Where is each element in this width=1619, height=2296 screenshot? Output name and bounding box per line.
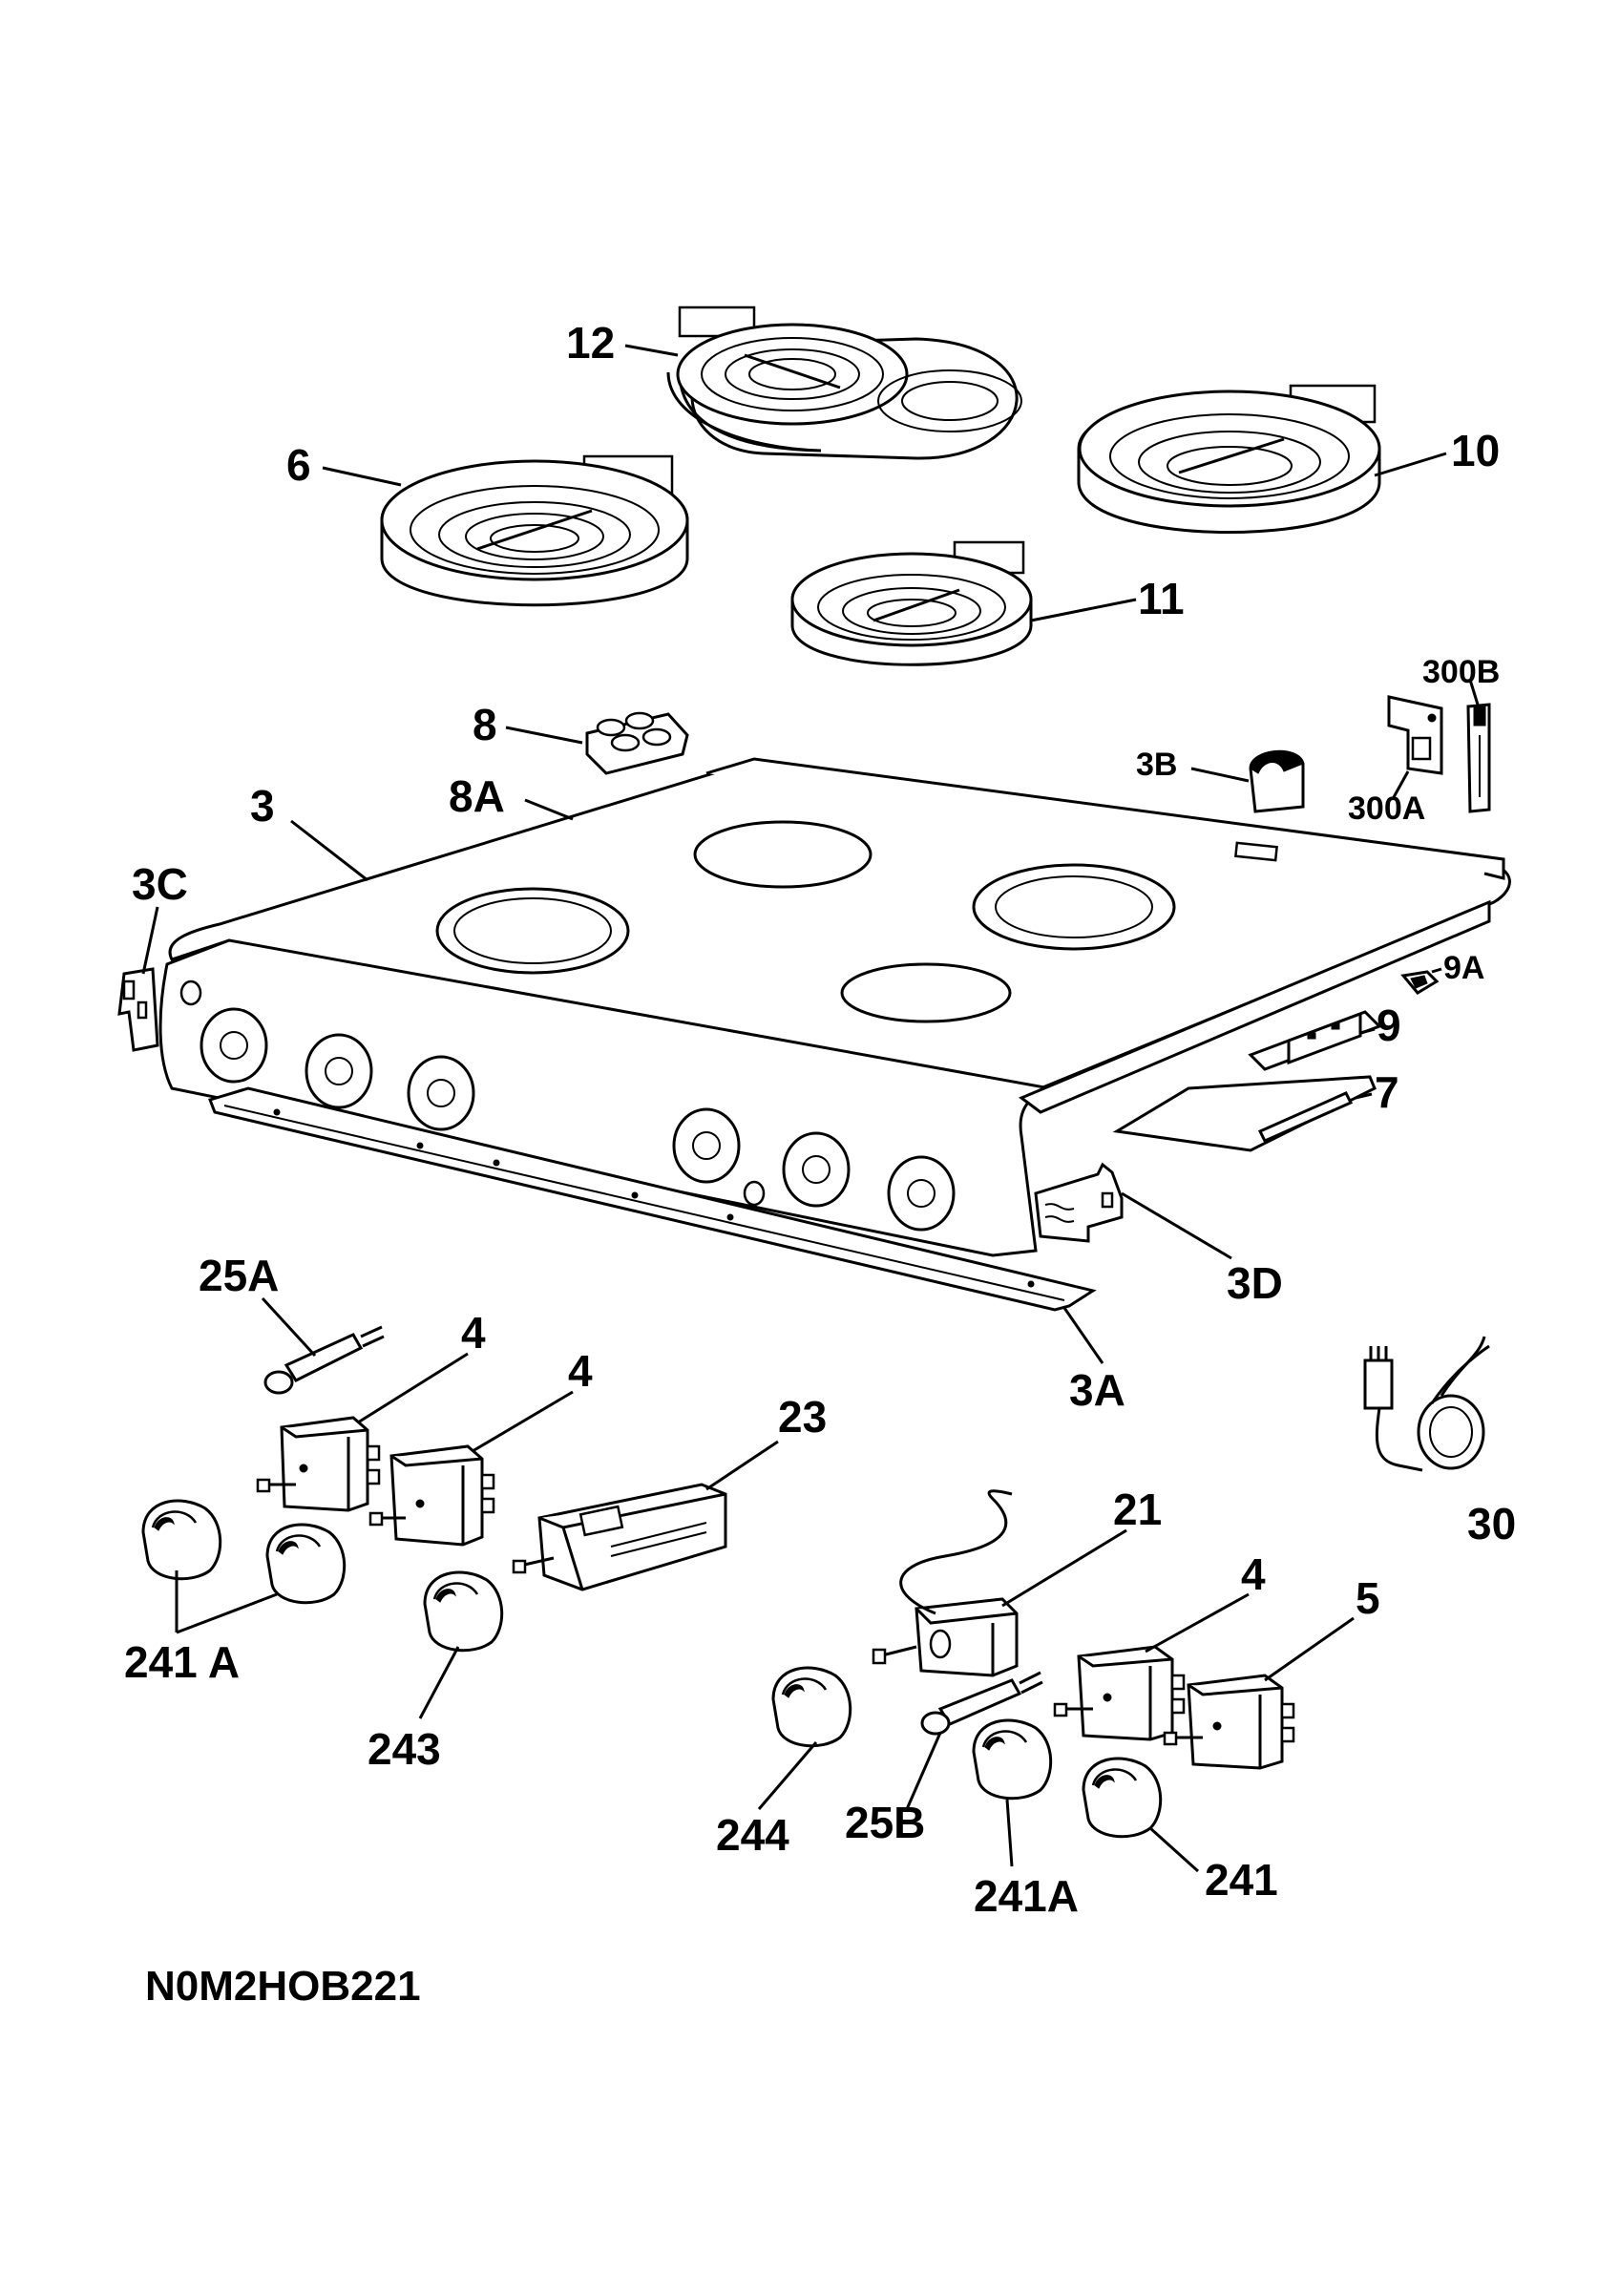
label-9: 9 <box>1377 1001 1401 1050</box>
label-4c: 4 <box>1241 1549 1266 1599</box>
control-holes <box>179 979 956 1232</box>
label-25A: 25A <box>199 1251 279 1300</box>
label-241A-left: 241 A <box>124 1637 240 1687</box>
label-3: 3 <box>250 781 275 831</box>
label-7: 7 <box>1375 1067 1399 1117</box>
part-3B-cap <box>1249 749 1305 813</box>
label-25B: 25B <box>845 1798 925 1847</box>
label-241A-right: 241A <box>974 1871 1079 1921</box>
part-4-switch-left-b <box>368 1444 495 1547</box>
label-8A: 8A <box>449 771 505 821</box>
knob-241A-left-2 <box>265 1523 347 1605</box>
knob-241A-left-1 <box>141 1499 222 1581</box>
label-8: 8 <box>473 700 497 749</box>
part-4-switch-left-a <box>256 1416 381 1512</box>
label-30: 30 <box>1467 1499 1516 1548</box>
diagram-code: N0M2HOB221 <box>145 1963 421 2010</box>
label-241: 241 <box>1205 1855 1278 1905</box>
part-6-surface-element <box>380 454 689 607</box>
part-3D-bracket <box>1034 1162 1124 1243</box>
label-4b: 4 <box>568 1346 593 1396</box>
part-9-bracket <box>1248 1010 1382 1071</box>
part-23-switch-bar <box>512 1483 727 1591</box>
label-21: 21 <box>1113 1485 1162 1534</box>
label-3C: 3C <box>132 859 188 909</box>
label-6: 6 <box>286 440 311 490</box>
part-25A-indicator-lamp <box>263 1325 385 1395</box>
part-30-power-cord <box>1363 1336 1490 1472</box>
label-23: 23 <box>778 1392 827 1442</box>
part-12-bridge-element <box>666 305 1022 460</box>
part-5-switch <box>1163 1674 1295 1770</box>
part-4-switch-right <box>1053 1645 1186 1741</box>
label-3D: 3D <box>1227 1258 1283 1308</box>
label-11: 11 <box>1138 574 1185 623</box>
label-243: 243 <box>368 1724 441 1774</box>
part-300A-bracket <box>1387 695 1443 775</box>
label-3B: 3B <box>1136 747 1177 783</box>
part-25B-indicator-lamp <box>920 1671 1043 1736</box>
part-labels: 12 6 10 11 8 8A 3 3B 300B 300A 3C 9A 9 7… <box>124 318 1516 2010</box>
knob-241A-right <box>972 1718 1053 1801</box>
label-3A: 3A <box>1069 1365 1125 1415</box>
leader-lines <box>141 344 1480 1873</box>
label-5: 5 <box>1356 1573 1380 1623</box>
part-3A-front-strip <box>208 1086 1097 1312</box>
knob-243 <box>423 1570 504 1653</box>
part-3-cooktop <box>158 757 1511 1257</box>
label-300B: 300B <box>1422 654 1500 690</box>
label-300A: 300A <box>1348 790 1425 827</box>
part-10-surface-element <box>1077 384 1381 534</box>
label-4a: 4 <box>461 1308 486 1358</box>
part-7-plate <box>1112 1075 1377 1152</box>
part-9A-clip <box>1400 970 1440 995</box>
knob-244 <box>771 1666 852 1748</box>
part-300B-strip <box>1466 703 1491 813</box>
part-21-thermostat <box>872 1489 1019 1677</box>
part-8-terminal-block <box>585 711 689 775</box>
label-9A: 9A <box>1443 950 1484 986</box>
part-11-surface-element <box>790 540 1033 666</box>
knob-241 <box>1082 1757 1163 1839</box>
label-10: 10 <box>1451 426 1500 475</box>
label-244: 244 <box>716 1810 789 1860</box>
part-3C-side-bracket <box>117 967 159 1052</box>
label-12: 12 <box>566 318 615 368</box>
